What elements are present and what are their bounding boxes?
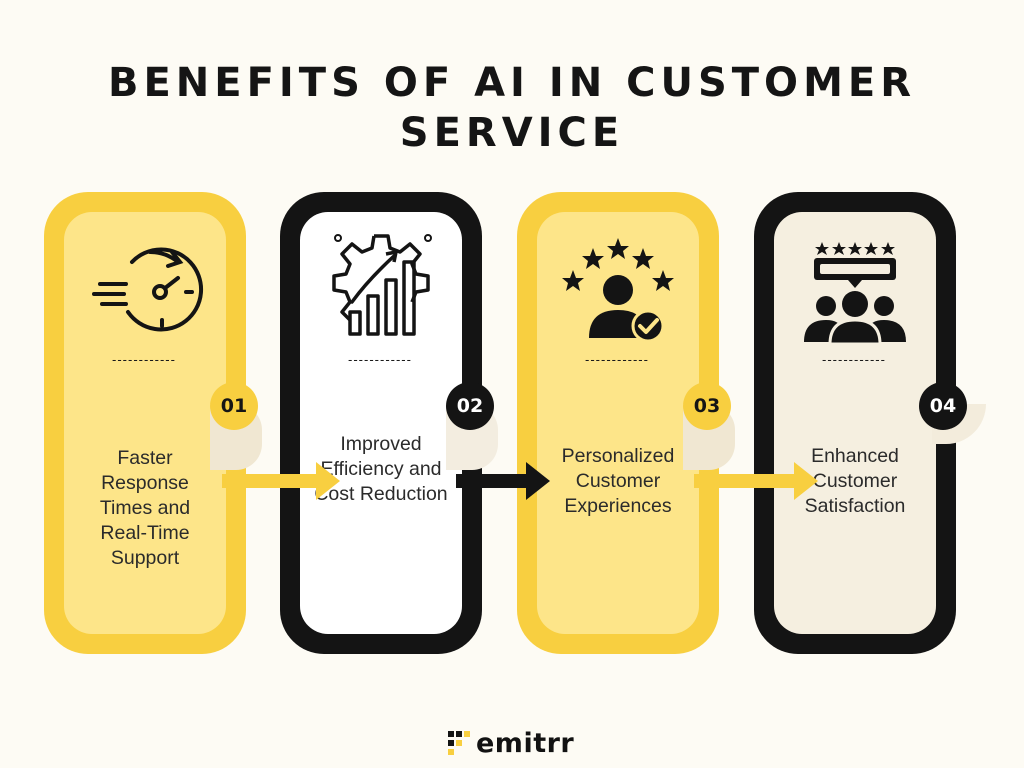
arrow-1-to-2 bbox=[222, 462, 340, 500]
divider-1: ------------ bbox=[112, 352, 176, 367]
benefit-label-3: Personalized Customer Experiences bbox=[561, 445, 675, 517]
speedometer-clock-icon bbox=[80, 222, 210, 352]
divider-4: ------------ bbox=[822, 352, 886, 367]
benefit-label-2: Improved Efficiency and Cost Reduction bbox=[314, 433, 448, 505]
emitrr-logo-mark-icon bbox=[448, 731, 470, 755]
page-title: BENEFITS OF AI IN CUSTOMER SERVICE bbox=[107, 60, 916, 156]
divider-2: ------------ bbox=[348, 352, 412, 367]
step-badge-4: 04 bbox=[919, 382, 967, 430]
logo-text: emitrr bbox=[476, 727, 575, 759]
step-badge-2: 02 bbox=[446, 382, 494, 430]
arrow-2-to-3 bbox=[456, 462, 550, 500]
benefit-card-4: ------------ Enhanced Customer Satisfact… bbox=[754, 192, 956, 654]
gear-growth-chart-icon bbox=[316, 222, 446, 352]
divider-3: ------------ bbox=[585, 352, 649, 367]
arrow-3-to-4 bbox=[694, 462, 818, 500]
benefit-label-1: Faster Response Times and Real-Time Supp… bbox=[99, 447, 191, 569]
benefit-card-3: ------------ Personalized Customer Exper… bbox=[517, 192, 719, 654]
customer-stars-check-icon bbox=[553, 222, 683, 352]
step-badge-3: 03 bbox=[683, 382, 731, 430]
group-rating-icon bbox=[790, 222, 920, 352]
emitrr-logo: emitrr bbox=[448, 726, 574, 760]
benefit-label-4: Enhanced Customer Satisfaction bbox=[804, 445, 906, 517]
step-badge-1: 01 bbox=[210, 382, 258, 430]
